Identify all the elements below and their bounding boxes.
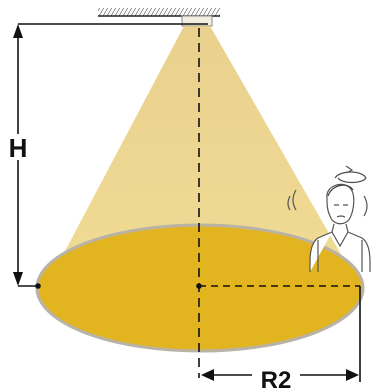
height-dimension <box>17 23 208 287</box>
ceiling <box>98 8 220 17</box>
light-beam <box>55 26 350 270</box>
height-label: H <box>9 133 28 163</box>
radius-label: R2 <box>261 367 292 390</box>
dizzy-person-icon <box>287 165 371 272</box>
center-point <box>196 283 202 289</box>
radius-dimension <box>212 286 361 382</box>
left-edge-point <box>35 283 41 289</box>
height-arrow-bottom <box>13 272 23 286</box>
radius-arrow-right <box>346 369 359 381</box>
radius-arrow-left <box>201 369 214 381</box>
height-arrow-top <box>13 24 23 38</box>
